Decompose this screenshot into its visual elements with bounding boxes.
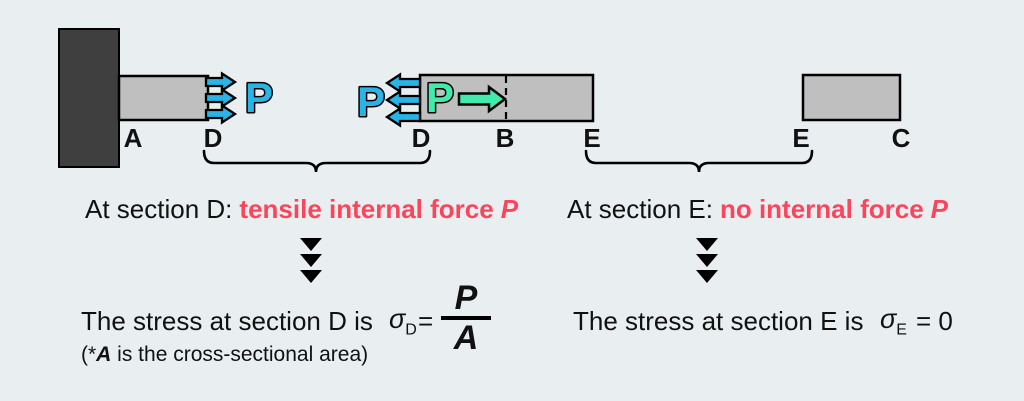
conclusion-section-e: The stress at section E is σE = 0	[573, 283, 993, 353]
statement-d-highlight: tensile internal force	[239, 194, 494, 224]
label-c: C	[892, 123, 911, 153]
sigma-symbol: σ	[389, 304, 406, 334]
footnote-open: (*	[81, 343, 97, 366]
sigma-d-subscript: D	[405, 321, 417, 339]
implies-arrows-right	[696, 238, 718, 283]
statement-d-plain: At section D:	[85, 194, 233, 224]
fraction-numerator: P	[454, 279, 478, 317]
fraction-denominator: A	[453, 319, 479, 357]
wall-support	[58, 28, 120, 168]
p-letter-internal: P	[426, 74, 454, 121]
statement-d-force-symbol: P	[500, 194, 519, 224]
statement-e-highlight: no internal force	[719, 194, 924, 224]
label-d-left: D	[204, 123, 223, 153]
force-arrow-right	[204, 87, 238, 109]
label-b: B	[496, 123, 515, 153]
bar-segment-ec	[801, 73, 902, 122]
p-letter-applied-left: P	[245, 74, 273, 121]
force-arrow-left	[384, 72, 422, 94]
down-triangle-icon	[696, 254, 718, 267]
equals-sign-d: =	[418, 306, 434, 336]
sigma-symbol: σ	[880, 304, 897, 334]
fraction-p-over-a: P A	[441, 279, 491, 357]
footnote-rest: is the cross-sectional area)	[111, 343, 369, 366]
footnote-area-symbol: A	[96, 343, 112, 366]
sigma-e: σE	[880, 305, 907, 344]
applied-force-arrows-right	[204, 71, 238, 125]
force-arrow-right	[204, 103, 238, 125]
internal-force-arrow	[457, 84, 508, 114]
label-e-mid: E	[583, 123, 600, 153]
statement-e-force-symbol: P	[930, 194, 949, 224]
conclusion-d-text: The stress at section D is	[81, 306, 373, 336]
sigma-e-subscript: E	[896, 321, 907, 339]
sigma-d: σD	[389, 305, 417, 344]
footnote: (*A is the cross-sectional area)	[81, 342, 368, 368]
equals-zero: = 0	[916, 306, 953, 336]
down-triangle-icon	[300, 254, 322, 267]
applied-force-arrows-left	[384, 72, 422, 128]
conclusion-e-text: The stress at section E is	[573, 306, 864, 336]
bar-segment-ad	[117, 74, 210, 122]
brace-right	[584, 149, 814, 173]
down-triangle-icon	[300, 270, 322, 283]
statement-e-plain: At section E:	[567, 194, 713, 224]
down-triangle-icon	[696, 238, 718, 251]
brace-left	[202, 149, 432, 173]
force-arrow-left	[384, 89, 422, 111]
p-letter-applied-mid: P	[357, 78, 385, 125]
down-triangle-icon	[696, 270, 718, 283]
label-a: A	[124, 123, 143, 153]
conclusion-section-d: The stress at section D is σD = P A	[81, 279, 521, 357]
label-d-mid: D	[412, 123, 431, 153]
force-arrow-left	[384, 106, 422, 128]
fraction-bar	[441, 316, 491, 320]
label-e-right: E	[792, 123, 809, 153]
implies-arrows-left	[300, 238, 322, 283]
down-triangle-icon	[300, 238, 322, 251]
force-arrow-right	[204, 71, 238, 93]
